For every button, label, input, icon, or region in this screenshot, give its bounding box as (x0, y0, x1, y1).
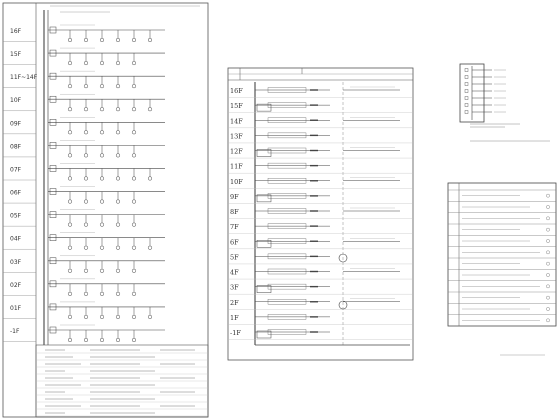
middle-floor-feeder (255, 268, 400, 275)
left-floor-rows: 16F 15F 11F~14F 10F 09F 08F 07F 06F 05F 04F 03F 02F… (3, 28, 38, 342)
left-floor-feeder (48, 140, 165, 158)
middle-floor-label: 5F (230, 253, 239, 261)
middle-floor-label: 14F (230, 117, 243, 125)
middle-floor-feeder (255, 177, 400, 184)
middle-floor-label: 11F (230, 163, 243, 171)
middle-floor-label: 7F (230, 223, 239, 231)
left-floor-label: 01F (10, 305, 22, 312)
left-floor-feeder (48, 117, 165, 135)
middle-floor-feeder (255, 223, 330, 229)
middle-floor-label: 10F (230, 178, 243, 186)
left-floor-label: 04F (10, 236, 22, 243)
middle-floor-label: 9F (230, 193, 239, 201)
middle-floor-feeder (255, 283, 330, 293)
left-floor-feeder (48, 301, 165, 319)
middle-floor-feeder (255, 298, 400, 305)
middle-floor-feeder (255, 86, 400, 93)
middle-floor-feeder (255, 329, 330, 339)
left-floor-label: 11F~14F (10, 74, 38, 81)
left-riser-panel: 16F 15F 11F~14F 10F 09F 08F 07F 06F 05F 04F 03F 02F… (2, 2, 209, 418)
left-floor-feeder (48, 232, 165, 250)
middle-riser-panel: 16F 15F 14F 13F 12F 11F 10F 9F 8F 7F 6F 5F 4F 3F 2F 1F -… (227, 67, 414, 361)
left-floor-label: 08F (10, 143, 22, 150)
left-floor-feeder (48, 47, 165, 66)
middle-floor-feeder (255, 207, 400, 214)
middle-feeder-branches (255, 86, 410, 346)
middle-panel-border (227, 67, 414, 361)
left-floor-feeder (48, 24, 165, 43)
terminal-box-outputs (464, 68, 506, 114)
middle-floor-label: 1F (230, 314, 239, 322)
left-floor-label: 02F (10, 282, 22, 289)
left-floor-label: 10F (10, 97, 22, 104)
middle-floor-label: 2F (230, 299, 239, 307)
left-legend-table (35, 344, 209, 418)
left-floor-feeder (48, 94, 165, 112)
terminal-box-detail (459, 63, 550, 142)
middle-floor-feeder (255, 253, 330, 260)
left-floor-feeder (48, 324, 165, 343)
left-floor-label: 09F (10, 120, 22, 127)
legend-table-rows (36, 349, 208, 417)
middle-floor-feeder (255, 162, 330, 169)
middle-floor-feeder (255, 117, 400, 123)
left-floor-feeder (48, 70, 165, 89)
meter-symbol (338, 300, 348, 310)
left-floor-label: 03F (10, 259, 22, 266)
middle-floor-label: 3F (230, 284, 239, 292)
middle-floor-label: -1F (230, 329, 241, 337)
schedule-table-rows (448, 189, 556, 327)
middle-floor-feeder (255, 193, 330, 203)
middle-floor-label: 12F (230, 148, 243, 156)
middle-floor-label: 16F (230, 87, 243, 95)
middle-floor-label: 15F (230, 102, 243, 110)
middle-floor-label: 8F (230, 208, 239, 216)
left-floor-label: 15F (10, 51, 22, 58)
left-floor-feeder (48, 255, 165, 273)
left-floor-label: -1F (10, 328, 20, 335)
schedule-table-border (447, 182, 557, 327)
meter-symbol (338, 253, 348, 263)
middle-floor-label: 6F (230, 238, 239, 246)
left-floor-feeder (48, 186, 165, 204)
left-floor-feeder (48, 209, 165, 227)
terminal-box-outline (459, 63, 485, 123)
middle-floor-label: 13F (230, 132, 243, 140)
left-floor-label: 07F (10, 166, 22, 173)
middle-floor-label: 4F (230, 269, 239, 277)
left-panel-border (2, 2, 209, 418)
middle-floor-feeder (255, 238, 400, 248)
middle-floor-feeder (255, 314, 330, 320)
distribution-box-schedule (447, 182, 557, 356)
middle-floor-rows: 16F 15F 14F 13F 12F 11F 10F 9F 8F 7F 6F 5F 4F 3F 2F 1F -… (228, 87, 413, 340)
left-floor-feeder (48, 163, 165, 181)
left-floor-label: 05F (10, 213, 22, 220)
middle-floor-feeder (255, 147, 400, 157)
left-floor-label: 06F (10, 190, 22, 197)
left-floor-feeder (48, 278, 165, 296)
middle-floor-feeder (255, 102, 330, 112)
left-floor-label: 16F (10, 28, 22, 35)
left-feeder-branches (48, 5, 200, 343)
middle-floor-feeder (255, 132, 330, 139)
